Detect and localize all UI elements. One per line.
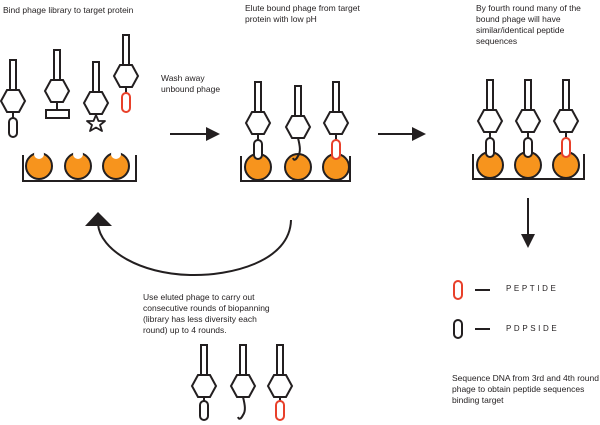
phage-red-oval-tip	[113, 34, 139, 113]
legend-sequence-pdpside: PDPSIDE	[506, 324, 560, 333]
step-sequence-label: Sequence DNA from 3rd and 4th round phag…	[452, 373, 599, 405]
phage-oval-tip	[191, 344, 217, 421]
arrow-right-icon	[170, 127, 220, 141]
phage-oval-tip	[477, 79, 503, 158]
phage-rectangle-tip	[44, 49, 70, 119]
eluted-panel	[191, 344, 293, 421]
phage-oval-tip	[245, 81, 271, 160]
step-repeat-label: Use eluted phage to carry out consecutiv…	[143, 292, 270, 335]
legend-red-oval-icon	[453, 280, 463, 300]
step-elute-label: Elute bound phage from target protein wi…	[245, 3, 360, 24]
arrow-right-icon	[378, 127, 426, 141]
bound-panel	[240, 81, 351, 182]
target-tray	[472, 151, 585, 180]
phage-oval-tip	[0, 59, 26, 138]
library-panel	[0, 34, 139, 182]
phage-hook-tip	[285, 85, 311, 161]
phage-red-oval-tip	[553, 79, 579, 158]
step-bind-label: Bind phage library to target protein	[3, 5, 134, 15]
enriched-panel	[472, 79, 585, 180]
phage-red-oval-tip	[267, 344, 293, 421]
legend-sequence-peptide: PEPTIDE	[506, 284, 559, 293]
curved-return-arrow-icon	[85, 212, 292, 277]
target-tray	[22, 149, 137, 182]
phage-hook-tip	[230, 344, 256, 420]
phage-red-oval-tip	[323, 81, 349, 160]
step-wash-label: Wash away unbound phage	[161, 73, 221, 94]
step-fourth-round-label: By fourth round many of the bound phage …	[476, 3, 581, 46]
arrow-down-icon	[521, 198, 535, 248]
phage-star-tip	[83, 61, 109, 132]
legend-black-oval-icon	[453, 319, 463, 339]
phage-oval-tip	[515, 79, 541, 158]
legend	[453, 280, 490, 339]
